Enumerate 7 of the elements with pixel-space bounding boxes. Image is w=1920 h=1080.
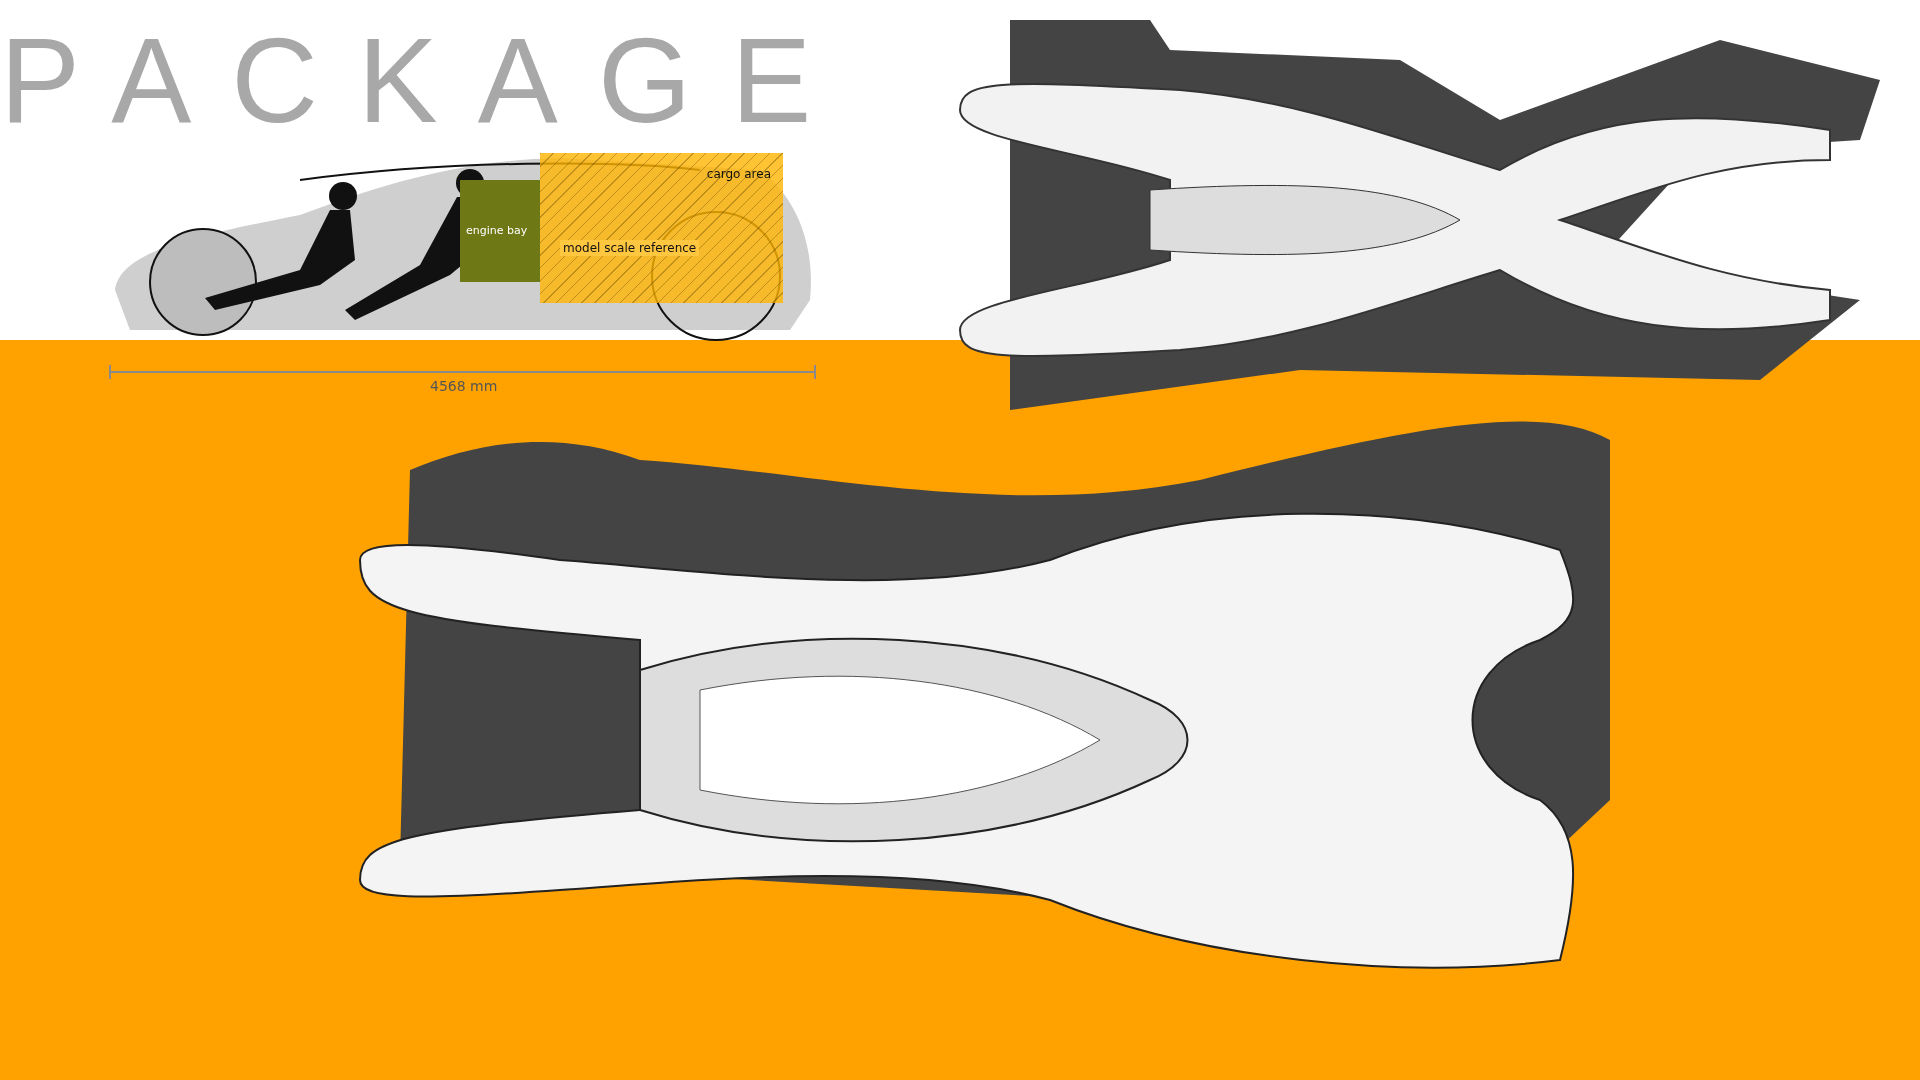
dimension-label: 4568 mm [430,378,498,394]
area-label: engine bay [466,224,528,237]
area-label: cargo area [706,167,771,181]
engine-bay-area [460,180,540,282]
cargo-area [540,153,783,303]
note-text: model scale reference [560,240,700,256]
title-heading: PACKAGE [0,20,852,140]
